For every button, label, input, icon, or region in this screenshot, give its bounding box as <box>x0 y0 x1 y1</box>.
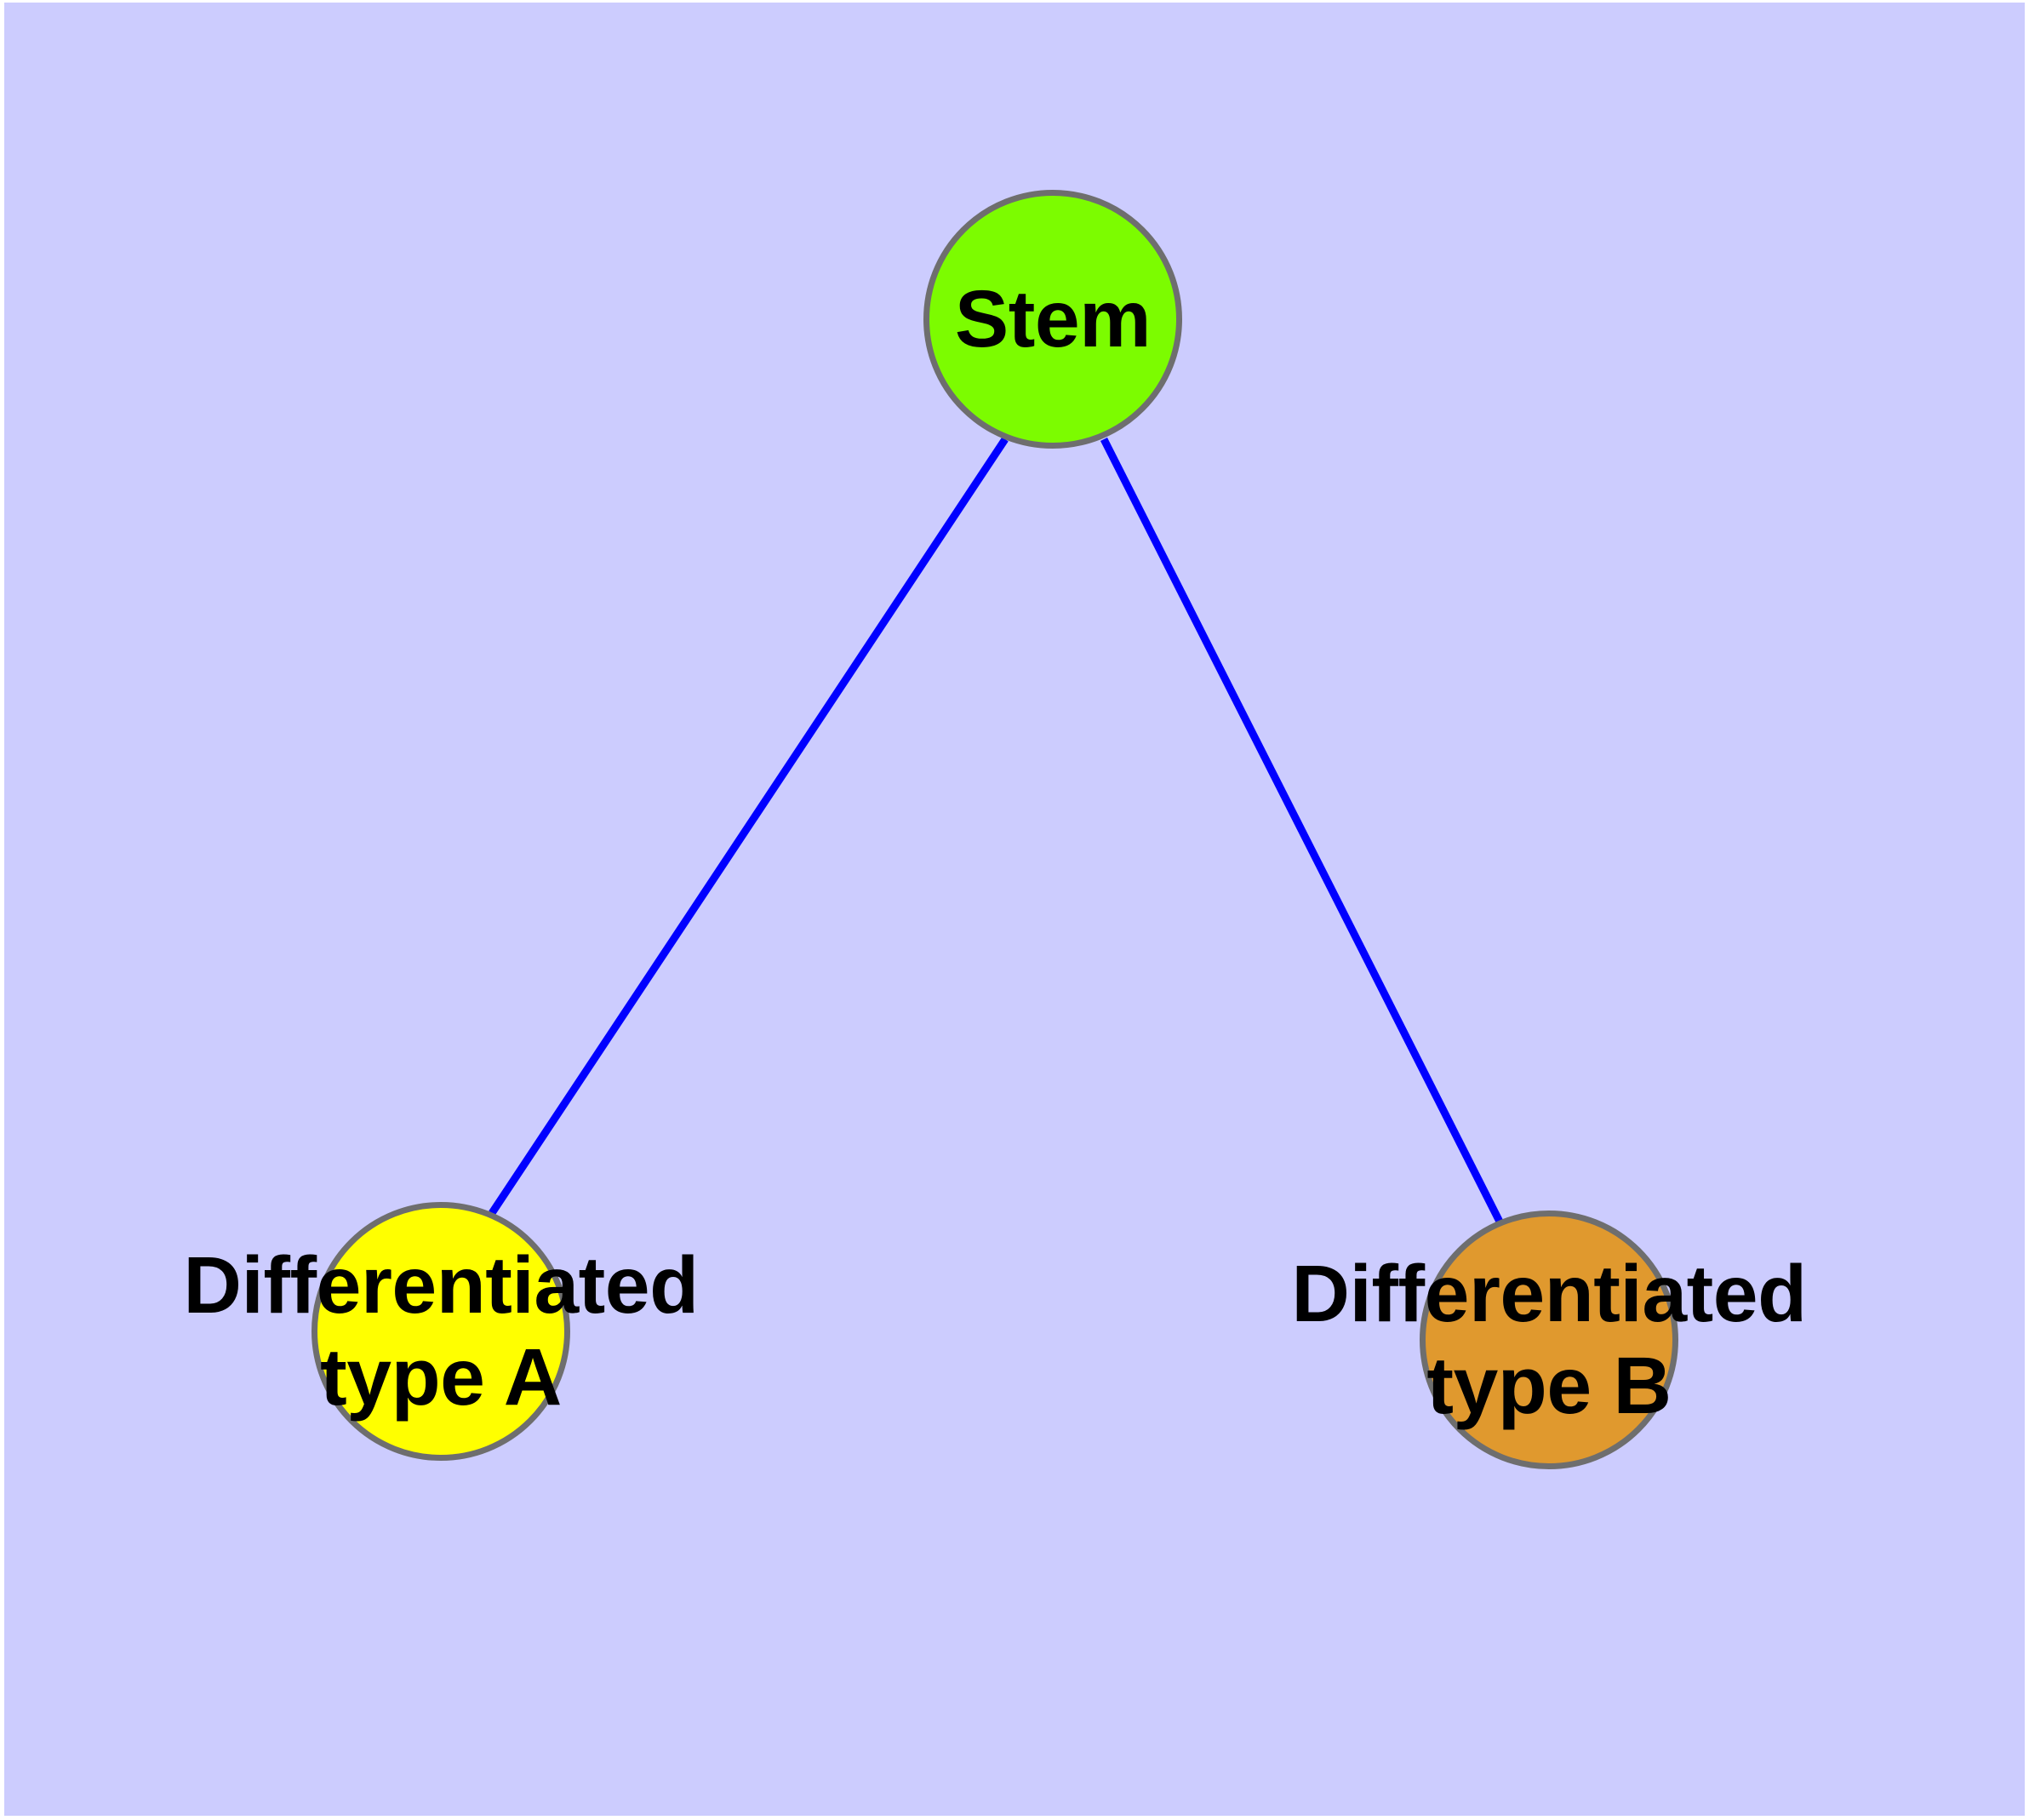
graph-node-diff_a[interactable] <box>311 1202 570 1461</box>
graph-edge-stem-to-diff-b <box>1100 437 1504 1224</box>
edge-layer <box>489 437 1504 1224</box>
graph-edge-stem-to-diff-a <box>489 437 1009 1216</box>
graph-node-diff_b[interactable] <box>1420 1210 1678 1469</box>
graph-node-stem[interactable] <box>923 190 1182 449</box>
